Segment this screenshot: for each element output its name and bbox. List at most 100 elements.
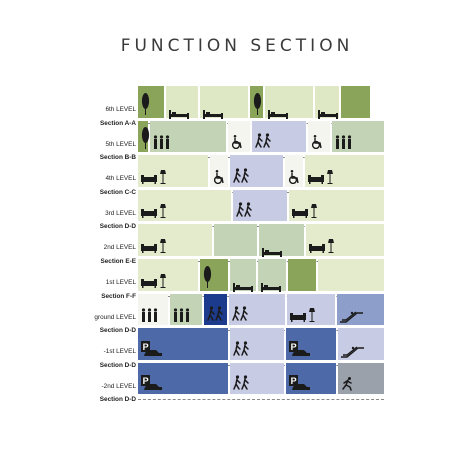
section-label: Section D-D bbox=[99, 396, 136, 404]
function-block bbox=[259, 224, 304, 257]
function-block bbox=[318, 259, 384, 291]
level-label: 3rd LEVEL bbox=[105, 209, 136, 217]
section-divider bbox=[138, 399, 384, 401]
sofa-lamp-icon bbox=[309, 238, 335, 258]
bed-icon bbox=[261, 279, 281, 297]
function-block bbox=[233, 189, 287, 223]
function-block bbox=[138, 86, 164, 118]
function-block bbox=[265, 86, 313, 119]
function-block bbox=[308, 120, 330, 154]
function-block: P bbox=[286, 362, 336, 396]
wheelchair-icon bbox=[231, 135, 243, 154]
walking-people-icon bbox=[233, 375, 251, 396]
svg-text:P: P bbox=[291, 342, 297, 352]
parking-car-icon: P bbox=[141, 375, 163, 396]
runner-icon bbox=[341, 377, 355, 396]
bed-icon bbox=[262, 244, 282, 262]
function-block bbox=[138, 224, 212, 256]
function-block bbox=[210, 155, 228, 187]
bed-icon bbox=[268, 106, 288, 124]
function-block bbox=[204, 293, 227, 327]
walking-people-icon bbox=[207, 306, 225, 327]
people-icon bbox=[153, 135, 171, 154]
walking-people-icon bbox=[236, 202, 254, 223]
sofa-lamp-icon bbox=[308, 169, 334, 189]
function-block: P bbox=[138, 328, 228, 360]
sofa-lamp-icon bbox=[141, 204, 167, 223]
section-label: Section E-E bbox=[100, 257, 136, 265]
section-label: Section D-D bbox=[99, 361, 136, 369]
walking-people-icon bbox=[233, 168, 251, 189]
function-block bbox=[228, 120, 250, 154]
level-label: -1st LEVEL bbox=[103, 348, 136, 356]
sofa-lamp-icon bbox=[141, 273, 167, 293]
escalator-icon bbox=[340, 310, 364, 328]
function-block bbox=[200, 259, 228, 291]
function-block bbox=[138, 155, 208, 187]
section-label: Section D-D bbox=[99, 327, 136, 335]
function-block bbox=[170, 293, 202, 327]
function-block bbox=[138, 189, 231, 223]
function-block bbox=[230, 328, 284, 360]
svg-text:P: P bbox=[143, 376, 149, 386]
function-block bbox=[285, 155, 303, 187]
function-block bbox=[138, 259, 198, 291]
people-icon bbox=[173, 308, 191, 327]
bed-icon bbox=[318, 106, 338, 124]
level-label: 2nd LEVEL bbox=[103, 244, 136, 252]
wheelchair-icon bbox=[213, 169, 225, 189]
svg-text:P: P bbox=[291, 376, 297, 386]
bed-icon bbox=[233, 279, 253, 297]
function-block bbox=[214, 224, 257, 256]
function-block bbox=[252, 120, 306, 154]
bed-icon bbox=[203, 106, 223, 124]
level-label: ground LEVEL bbox=[94, 313, 136, 321]
function-block bbox=[150, 120, 226, 154]
function-block bbox=[289, 189, 384, 223]
level-label: 6th LEVEL bbox=[105, 106, 136, 113]
tree-icon bbox=[203, 265, 212, 293]
function-block bbox=[287, 293, 335, 327]
parking-car-icon: P bbox=[289, 375, 311, 396]
tree-icon bbox=[141, 127, 150, 154]
function-block bbox=[250, 86, 263, 118]
function-block bbox=[230, 362, 284, 396]
function-block bbox=[306, 224, 384, 256]
function-block bbox=[138, 120, 150, 154]
section-label: Section C-C bbox=[99, 188, 136, 196]
people-icon bbox=[141, 308, 159, 327]
sofa-lamp-icon bbox=[292, 204, 318, 223]
people-icon bbox=[335, 135, 353, 154]
level-label: 1st LEVEL bbox=[105, 279, 136, 286]
function-block bbox=[338, 362, 384, 396]
parking-car-icon: P bbox=[141, 340, 163, 362]
level-label: 5th LEVEL bbox=[105, 140, 136, 148]
wheelchair-icon bbox=[288, 169, 300, 189]
section-label: Section A-A bbox=[100, 119, 136, 127]
tree-icon bbox=[141, 92, 150, 120]
section-label: Section B-B bbox=[99, 154, 136, 162]
walking-people-icon bbox=[255, 133, 273, 154]
function-block bbox=[332, 120, 384, 154]
function-block bbox=[315, 86, 339, 119]
level-label: -2nd LEVEL bbox=[101, 382, 136, 390]
wheelchair-icon bbox=[311, 135, 323, 154]
function-block bbox=[337, 293, 384, 328]
level-label: 4th LEVEL bbox=[105, 175, 136, 183]
sofa-lamp-icon bbox=[290, 308, 316, 327]
walking-people-icon bbox=[233, 341, 251, 362]
function-block bbox=[200, 86, 248, 119]
svg-text:P: P bbox=[143, 342, 149, 352]
tree-icon bbox=[253, 92, 262, 120]
function-block bbox=[230, 155, 283, 187]
function-block bbox=[229, 293, 285, 326]
function-block bbox=[166, 86, 198, 119]
function-block: P bbox=[286, 328, 336, 360]
function-block bbox=[338, 328, 384, 360]
function-block bbox=[288, 259, 316, 291]
function-block bbox=[341, 86, 370, 118]
section-label: Section F-F bbox=[101, 292, 136, 300]
function-block bbox=[230, 259, 256, 292]
section-label: Section D-D bbox=[99, 223, 136, 231]
bed-icon bbox=[169, 106, 189, 124]
